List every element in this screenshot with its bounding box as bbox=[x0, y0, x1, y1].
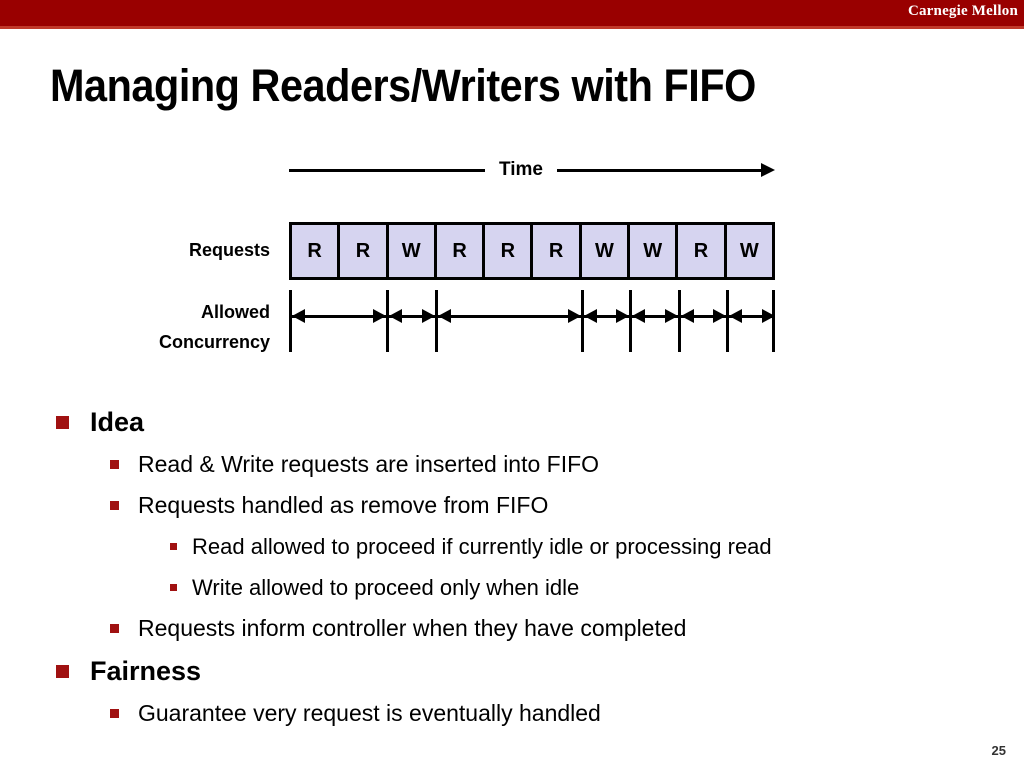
queue-cell-label: W bbox=[643, 239, 663, 262]
time-axis-label: Time bbox=[485, 159, 557, 181]
bullet-item-level-2: Guarantee very request is eventually han… bbox=[0, 693, 1024, 734]
concurrency-span-arrow bbox=[729, 309, 775, 323]
queue-cell-label: R bbox=[500, 239, 516, 262]
concurrency-tick bbox=[386, 290, 389, 352]
concurrency-tick bbox=[581, 290, 584, 352]
bullet-marker-icon bbox=[110, 709, 119, 718]
queue-cell-label: R bbox=[307, 239, 322, 262]
bullet-item-level-1: Idea bbox=[0, 400, 1024, 444]
concurrency-tick bbox=[629, 290, 632, 352]
queue-cell: R bbox=[292, 225, 341, 277]
bullet-marker-icon bbox=[110, 460, 119, 469]
bullet-text: Requests inform controller when they hav… bbox=[138, 615, 687, 641]
requests-row-label: Requests bbox=[188, 240, 270, 260]
concurrency-tick bbox=[289, 290, 292, 352]
concurrency-span-arrow bbox=[438, 309, 581, 323]
concurrency-tick bbox=[435, 290, 438, 352]
queue-cell-label: W bbox=[739, 239, 759, 262]
allowed-concurrency-row-label: Allowed Concurrency bbox=[0, 298, 270, 357]
bullet-text: Read & Write requests are inserted into … bbox=[138, 451, 600, 477]
queue-cell-label: R bbox=[548, 239, 564, 262]
bullet-marker-icon bbox=[170, 543, 177, 550]
queue-cell: R bbox=[485, 225, 534, 277]
allowed-concurrency-band bbox=[289, 290, 775, 352]
bullet-marker-icon bbox=[170, 584, 177, 591]
queue-cell-label: R bbox=[355, 239, 371, 262]
queue-cell-label: R bbox=[452, 239, 467, 262]
queue-cell-label: W bbox=[594, 239, 614, 262]
queue-cell: W bbox=[581, 225, 631, 277]
top-banner bbox=[0, 0, 1024, 26]
bullet-text: Requests handled as remove from FIFO bbox=[138, 492, 549, 518]
queue-cell-label: R bbox=[693, 239, 709, 262]
page-title: Managing Readers/Writers with FIFO bbox=[50, 60, 756, 111]
bullet-item-level-3: Write allowed to proceed only when idle bbox=[0, 567, 1024, 608]
concurrency-tick bbox=[678, 290, 681, 352]
bullet-text: Guarantee very request is eventually han… bbox=[138, 700, 601, 726]
concurrency-span-arrow bbox=[584, 309, 629, 323]
queue-cell-label: W bbox=[401, 239, 421, 262]
time-axis-line-left bbox=[289, 169, 485, 172]
concurrency-span-arrow bbox=[632, 309, 678, 323]
bullet-item-level-2: Read & Write requests are inserted into … bbox=[0, 444, 1024, 485]
queue-cell: W bbox=[726, 225, 772, 277]
queue-cell: W bbox=[630, 225, 679, 277]
time-axis-line-right bbox=[557, 169, 763, 172]
allowed-label-line2: Concurrency bbox=[158, 331, 270, 352]
brand-label: Carnegie Mellon bbox=[907, 3, 1018, 19]
allowed-label-line1: Allowed bbox=[200, 302, 270, 322]
bullet-item-level-3: Read allowed to proceed if currently idl… bbox=[0, 526, 1024, 567]
bullet-text: Read allowed to proceed if currently idl… bbox=[192, 534, 772, 559]
time-arrowhead-icon bbox=[761, 163, 775, 177]
concurrency-span-arrow bbox=[681, 309, 726, 323]
bullet-text: Fairness bbox=[90, 656, 202, 686]
concurrency-span-arrow bbox=[389, 309, 435, 323]
queue-cell: R bbox=[436, 225, 486, 277]
queue-cell: W bbox=[388, 225, 437, 277]
bullet-item-level-2: Requests inform controller when they hav… bbox=[0, 608, 1024, 649]
queue-cell: R bbox=[533, 225, 582, 277]
concurrency-tick bbox=[726, 290, 729, 352]
bullet-marker-icon bbox=[56, 665, 69, 678]
bullet-marker-icon bbox=[110, 501, 119, 510]
bullet-marker-icon bbox=[56, 416, 69, 429]
page-number: 25 bbox=[991, 743, 1006, 758]
bullet-item-level-1: Fairness bbox=[0, 649, 1024, 693]
bullet-text: Idea bbox=[90, 407, 145, 437]
bullet-text: Write allowed to proceed only when idle bbox=[192, 575, 580, 600]
queue-cell: R bbox=[340, 225, 389, 277]
bullet-marker-icon bbox=[110, 624, 119, 633]
queue-cell: R bbox=[678, 225, 727, 277]
concurrency-span-arrow bbox=[292, 309, 386, 323]
bullet-item-level-2: Requests handled as remove from FIFO bbox=[0, 485, 1024, 526]
time-axis: Time bbox=[289, 155, 775, 185]
top-banner-underline bbox=[0, 26, 1024, 29]
fifo-timeline-diagram: Time Requests Allowed Concurrency R R W R R R… bbox=[0, 140, 1024, 370]
